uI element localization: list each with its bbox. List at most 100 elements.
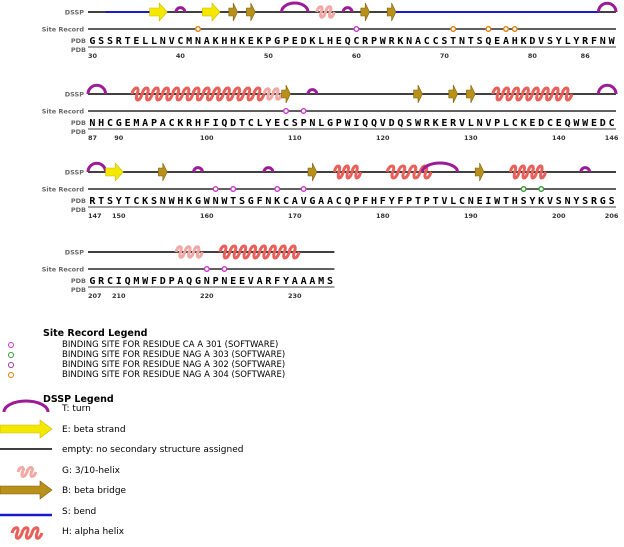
residue-letter: C: [107, 118, 113, 129]
residue-letter: V: [547, 196, 553, 207]
residue-number: 40: [176, 52, 186, 60]
residue-letter: L: [565, 36, 571, 47]
dssp-bridge: [228, 2, 238, 22]
dssp-legend-text: G: 3/10-helix: [62, 465, 120, 476]
residue-letter: K: [309, 36, 315, 47]
residue-letter: A: [160, 118, 166, 129]
residue-letter: N: [213, 196, 219, 207]
residue-letter: Y: [573, 196, 579, 207]
residue-letter: V: [380, 118, 386, 129]
residue-letter: G: [116, 118, 122, 129]
residue-letter: C: [248, 118, 254, 129]
residue-letter: T: [239, 118, 245, 129]
residue-letter: G: [195, 196, 201, 207]
residue-letter: V: [459, 118, 465, 129]
residue-letter: E: [441, 118, 447, 129]
residue-letter: S: [582, 196, 588, 207]
residue-letter: S: [292, 118, 298, 129]
residue-letter: A: [292, 276, 298, 287]
residue-letter: C: [177, 36, 183, 47]
dssp-bridge: [360, 2, 370, 22]
site-marker: [283, 107, 290, 114]
residue-letter: N: [265, 196, 271, 207]
residue-letter: A: [301, 276, 307, 287]
residue-letter: R: [389, 36, 396, 47]
residue-letter: T: [450, 36, 456, 47]
residue-number: 120: [376, 134, 390, 142]
residue-letter: G: [274, 36, 280, 47]
site-marker: [520, 185, 527, 192]
residue-letter: P: [301, 118, 307, 129]
residue-letter: E: [125, 118, 131, 129]
residue-letter: V: [538, 36, 544, 47]
residue-letter: P: [151, 118, 157, 129]
dssp-label: DSSP: [65, 9, 84, 17]
residue-letter: A: [177, 276, 183, 287]
residue-letter: R: [424, 118, 431, 129]
residue-number: 180: [376, 212, 390, 220]
residue-letter: Q: [397, 118, 403, 129]
site-legend-title: Site Record Legend: [43, 328, 148, 339]
residue-letter: D: [389, 118, 395, 129]
residue-letter: W: [345, 118, 352, 129]
residue-letter: T: [125, 36, 131, 47]
residue-letter: S: [556, 196, 562, 207]
residue-letter: Y: [556, 36, 562, 47]
pdb-label: PDB: [71, 286, 86, 294]
residue-letter: I: [116, 276, 122, 287]
residue-letter: Q: [362, 118, 368, 129]
residue-number: 30: [88, 52, 98, 60]
site-legend-text: BINDING SITE FOR RESIDUE NAG A 303 (SOFT…: [62, 350, 286, 360]
pdb-label: PDB: [71, 128, 86, 136]
residue-letter: S: [406, 118, 412, 129]
residue-letter: S: [107, 196, 113, 207]
residue-letter: C: [609, 118, 615, 129]
residue-letter: E: [529, 118, 535, 129]
residue-number: 80: [528, 52, 538, 60]
residue-letter: Q: [221, 118, 227, 129]
residue-letter: Q: [371, 118, 377, 129]
residue-letter: C: [283, 196, 289, 207]
dssp-legend-text: H: alpha helix: [62, 527, 125, 537]
residue-letter: W: [415, 118, 422, 129]
residue-letter: K: [521, 118, 527, 129]
residue-letter: F: [397, 196, 403, 207]
site-legend-text: BINDING SITE FOR RESIDUE NAG A 302 (SOFT…: [62, 360, 286, 370]
dssp-legend-text: E: beta strand: [62, 424, 126, 435]
residue-letter: W: [169, 196, 176, 207]
residue-letter: E: [274, 118, 280, 129]
residue-letter: S: [547, 36, 553, 47]
residue-letter: P: [336, 118, 342, 129]
dssp-legend-glyph: [2, 399, 50, 413]
residue-letter: A: [257, 276, 263, 287]
site-record-label: Site Record: [42, 266, 85, 274]
residue-letter: N: [468, 196, 474, 207]
residue-letter: R: [186, 118, 193, 129]
residue-letter: I: [213, 118, 219, 129]
residue-letter: N: [565, 196, 571, 207]
residue-letter: T: [230, 196, 236, 207]
pdb-label: PDB: [71, 206, 86, 214]
dssp-legend-glyph: [0, 513, 52, 516]
residue-letter: T: [433, 196, 439, 207]
residue-letter: E: [133, 36, 139, 47]
dssp-alpha-helix: [332, 164, 363, 180]
residue-letter: E: [292, 36, 298, 47]
residue-letter: P: [283, 36, 289, 47]
residue-letter: Q: [186, 276, 192, 287]
residue-number: 230: [288, 292, 302, 300]
pdb-label: PDB: [71, 37, 86, 45]
residue-letter: N: [309, 118, 315, 129]
residue-letter: W: [582, 118, 589, 129]
residue-letter: H: [195, 118, 201, 129]
residue-letter: K: [257, 36, 263, 47]
residue-letter: Y: [265, 118, 271, 129]
dssp-bridge: [466, 84, 476, 104]
dssp-alpha-helix: [491, 86, 574, 102]
residue-letter: K: [213, 36, 219, 47]
residue-letter: K: [239, 36, 245, 47]
site-record-label: Site Record: [42, 108, 85, 116]
residue-letter: F: [274, 276, 280, 287]
residue-letter: E: [494, 36, 500, 47]
residue-letter: P: [371, 36, 377, 47]
